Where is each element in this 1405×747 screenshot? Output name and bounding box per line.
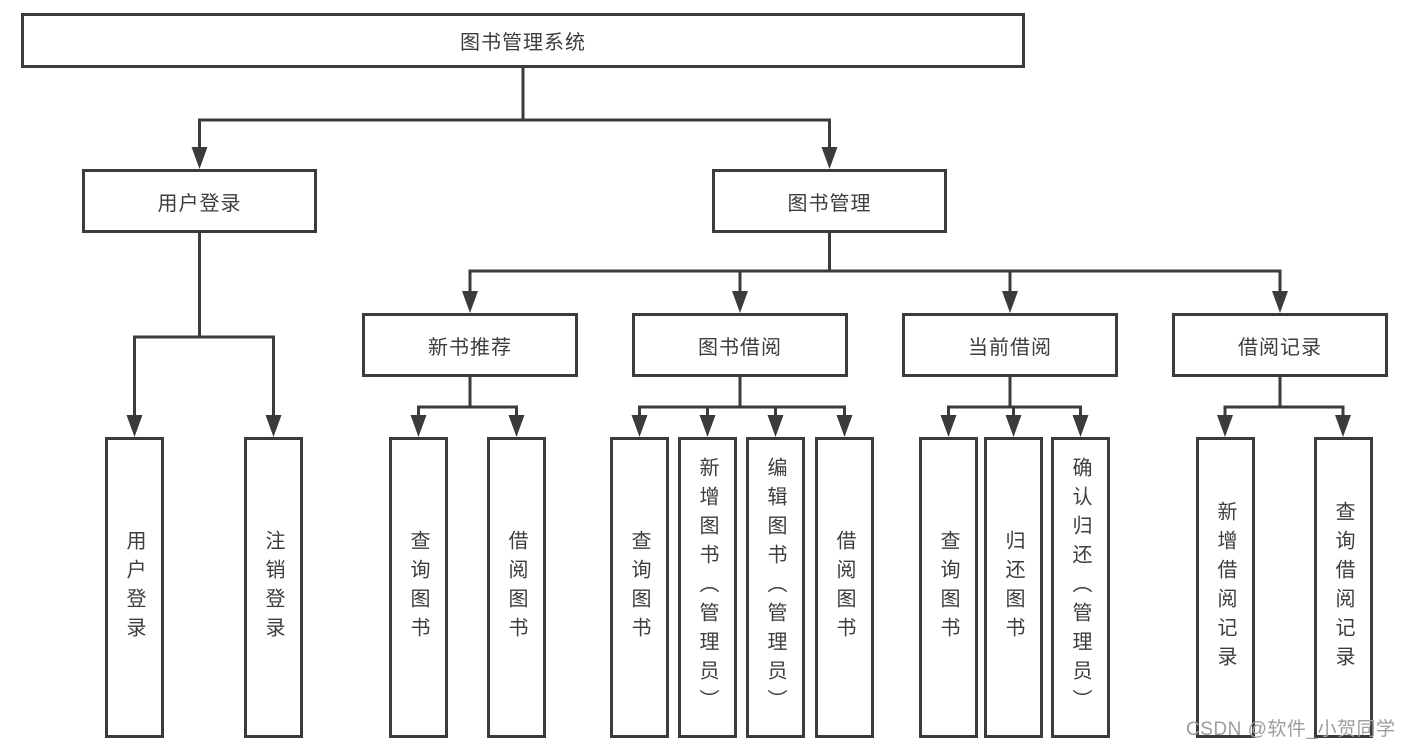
connector-book-mgmt-to-level3 [468,231,1282,296]
connector-borrow-records-to-leaves [1223,375,1345,420]
leaf-nb-borrow-books: 借阅图书 [487,437,546,738]
leaf-cb-query-books: 查询图书 [919,437,978,738]
leaf-bb-add-books-admin: 新增图书（管理员） [678,437,737,738]
connector-book-borrow-to-leaves [638,375,846,420]
leaf-cb-confirm-return-admin-label: 确认归还（管理员） [1069,457,1091,718]
leaf-nb-query-books-label: 查询图书 [407,529,429,646]
node-book-management: 图书管理 [712,169,947,233]
node-new-book-recommend: 新书推荐 [362,313,578,377]
watermark: CSDN @软件_小贺同学 [1186,719,1396,740]
leaf-logout-label: 注销登录 [262,529,284,646]
leaf-cb-return-books: 归还图书 [984,437,1043,738]
leaf-nb-query-books: 查询图书 [389,437,448,738]
arrowheads-leaves [126,415,1351,437]
leaf-br-query-borrow-record-label: 查询借阅记录 [1332,500,1354,675]
node-book-borrow: 图书借阅 [632,313,848,377]
leaf-cb-return-books-label: 归还图书 [1002,529,1024,646]
node-current-borrow: 当前借阅 [902,313,1118,377]
leaf-bb-query-books: 查询图书 [610,437,669,738]
node-user-login: 用户登录 [82,169,317,233]
leaf-bb-edit-books-admin-label: 编辑图书（管理员） [764,457,786,718]
connector-user-login-to-leaves [133,231,275,420]
connector-new-books-to-leaves [417,375,518,420]
leaf-logout: 注销登录 [244,437,303,738]
leaf-user-login: 用户登录 [105,437,164,738]
node-borrow-records: 借阅记录 [1172,313,1388,377]
arrowheads-level2 [191,147,838,169]
leaf-nb-borrow-books-label: 借阅图书 [505,529,527,646]
leaf-br-add-borrow-record-label: 新增借阅记录 [1214,500,1236,675]
leaf-br-query-borrow-record: 查询借阅记录 [1314,437,1373,738]
connector-root-to-level2 [198,66,831,152]
leaf-br-add-borrow-record: 新增借阅记录 [1196,437,1255,738]
node-root: 图书管理系统 [21,13,1025,68]
leaf-user-login-label: 用户登录 [123,529,145,646]
leaf-bb-query-books-label: 查询图书 [628,529,650,646]
leaf-bb-edit-books-admin: 编辑图书（管理员） [746,437,805,738]
leaf-cb-confirm-return-admin: 确认归还（管理员） [1051,437,1110,738]
arrowheads-level3 [462,291,1288,313]
leaf-cb-query-books-label: 查询图书 [937,529,959,646]
connector-current-borrow-to-leaves [947,375,1082,420]
leaf-bb-add-books-admin-label: 新增图书（管理员） [696,457,718,718]
leaf-bb-borrow-books-label: 借阅图书 [833,529,855,646]
leaf-bb-borrow-books: 借阅图书 [815,437,874,738]
